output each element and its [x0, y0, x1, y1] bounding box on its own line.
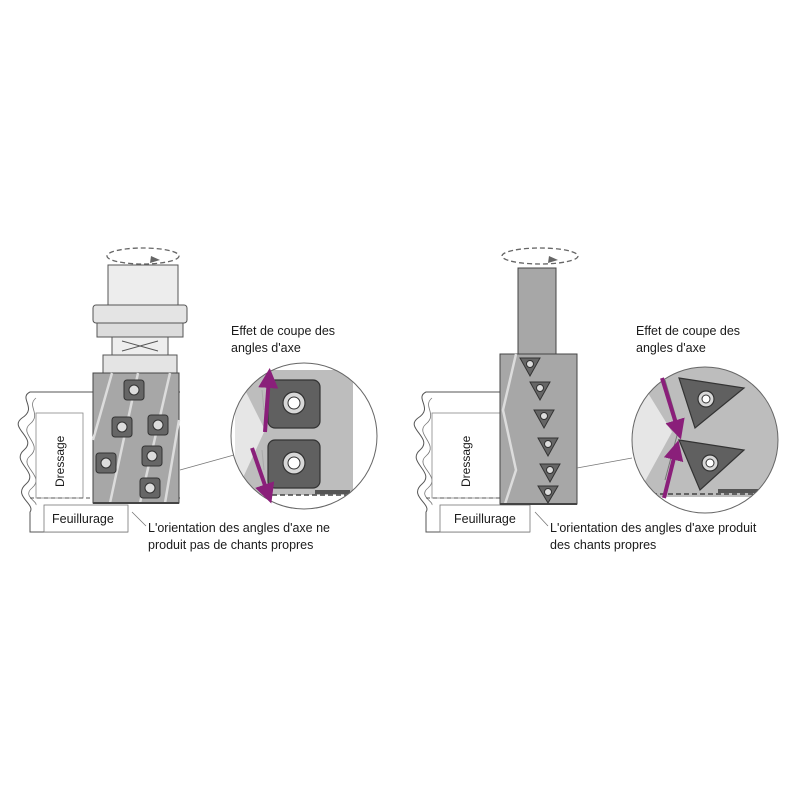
- triangle-insert-icon: [537, 485, 559, 504]
- square-insert-icon: [123, 379, 145, 401]
- square-inserts: [95, 379, 169, 499]
- caption-line-1: L'orientation des angles d'axe produit: [550, 521, 757, 535]
- shank: [517, 267, 557, 355]
- feuillurage-label: Feuillurage: [52, 512, 114, 526]
- cutting-direction-arrow-icon: [258, 368, 279, 433]
- caption-line-2: produit pas de chants propres: [148, 538, 313, 552]
- feuillurage-zone: [43, 504, 129, 533]
- cutting-direction-arrow-icon: [250, 447, 275, 504]
- feuillurage-label: Feuillurage: [454, 512, 516, 526]
- zoom-leader-line: [576, 457, 633, 469]
- dressage-label: Dressage: [459, 435, 473, 487]
- left-diagram: Effet de coupe des angles d'axe Dressage…: [17, 247, 378, 552]
- square-insert-icon: [147, 414, 169, 436]
- rotation-arrow-icon: [501, 247, 579, 265]
- caption-leader-line: [131, 511, 147, 527]
- square-insert-icon: [139, 477, 161, 499]
- triangle-insert-icon: [519, 357, 541, 378]
- dressage-zone: [35, 412, 84, 499]
- cutting-direction-arrow-icon: [660, 377, 685, 440]
- cutting-direction-arrow-icon: [662, 440, 684, 499]
- zoom-detail-right: [631, 366, 779, 514]
- dressage-zone: [431, 412, 503, 499]
- caption-line-1: L'orientation des angles d'axe ne: [148, 521, 330, 535]
- callout-title-line-2: angles d'axe: [231, 341, 301, 355]
- dressage-label: Dressage: [53, 435, 67, 487]
- workpiece: [17, 391, 180, 533]
- square-insert-icon: [111, 416, 133, 438]
- feuillurage-zone: [439, 504, 531, 533]
- caption-leader-line: [534, 511, 549, 527]
- triangle-insert-icon: [539, 463, 561, 484]
- rotation-arrow-icon: [106, 247, 180, 265]
- right-diagram: Effet de coupe des angles d'axe Dressage…: [413, 247, 779, 552]
- cutter-body: [499, 353, 578, 505]
- square-insert-icon: [95, 452, 117, 474]
- triangle-insert-icon: [537, 437, 559, 458]
- zoom-detail-left: [230, 362, 378, 510]
- triangle-insert-icon: [533, 409, 555, 430]
- square-insert-icon: [141, 445, 163, 467]
- callout-title-line-1: Effet de coupe des: [231, 324, 335, 338]
- callout-title-line-2: angles d'axe: [636, 341, 706, 355]
- caption-line-2: des chants propres: [550, 538, 656, 552]
- triangle-insert-icon: [529, 381, 551, 402]
- workpiece: [413, 391, 578, 533]
- callout-title-line-1: Effet de coupe des: [636, 324, 740, 338]
- triangle-inserts: [519, 357, 561, 504]
- tool-holder: [92, 264, 188, 374]
- zoom-leader-line: [179, 454, 235, 471]
